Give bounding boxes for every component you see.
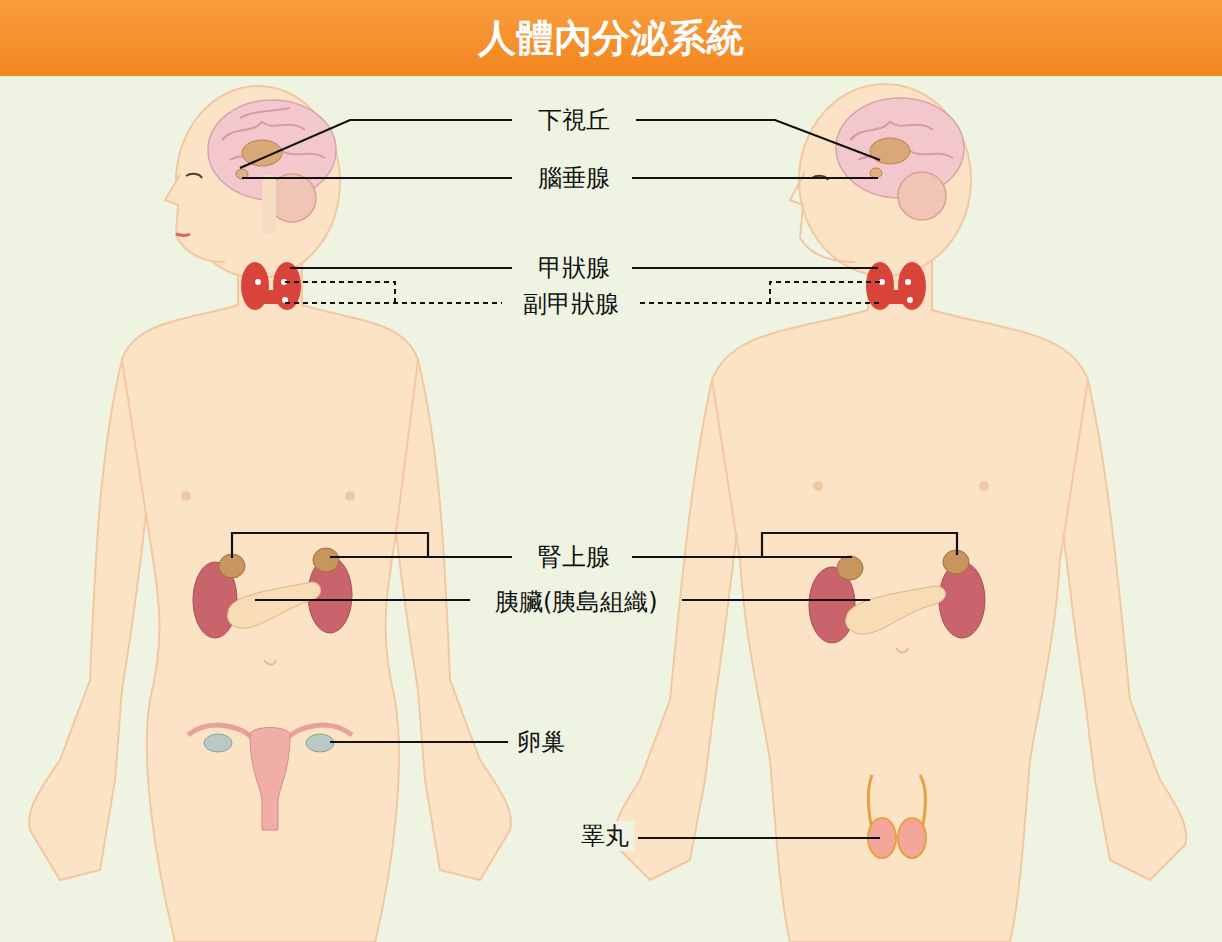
organ-label: 腎上腺	[533, 542, 615, 572]
diagram-title: 人體內分泌系統	[0, 0, 1222, 76]
organ-label: 胰臟(胰島組織)	[490, 587, 663, 617]
organ-label: 卵巢	[512, 727, 570, 757]
organ-label: 腦垂腺	[533, 163, 615, 193]
organ-label: 副甲狀腺	[518, 289, 624, 319]
organ-label: 睪丸	[576, 821, 634, 851]
organ-label: 甲狀腺	[533, 253, 615, 283]
organ-label: 下視丘	[533, 105, 615, 135]
leader-lines	[232, 120, 957, 838]
